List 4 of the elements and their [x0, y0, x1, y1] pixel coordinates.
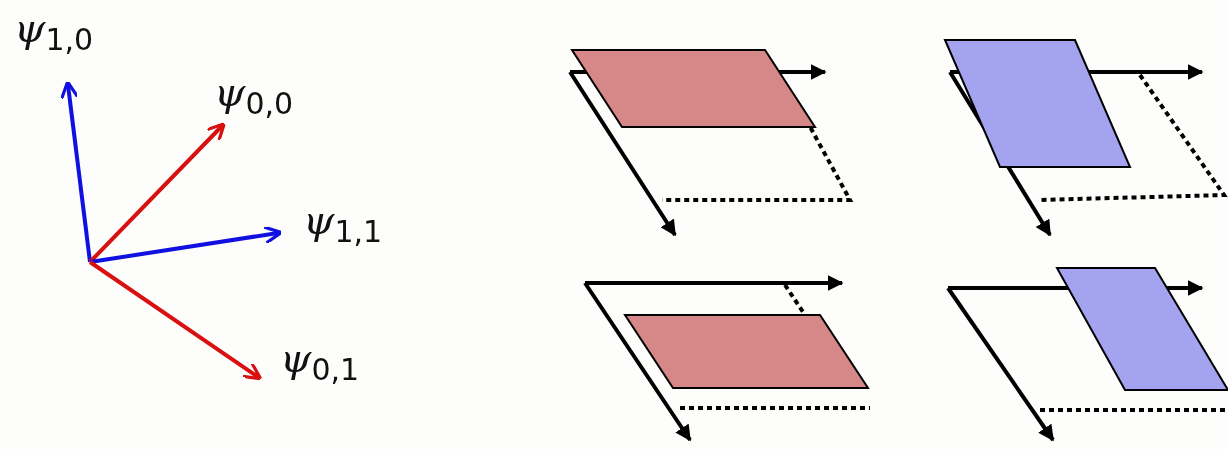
vector-label: ψ$_{0,0}$ [214, 72, 294, 119]
vector-label: ψ$_{1,1}$ [303, 200, 383, 247]
vector-label: ψ$_{0,1}$ [280, 338, 360, 385]
vector-label: ψ$_{1,0}$ [14, 8, 94, 55]
